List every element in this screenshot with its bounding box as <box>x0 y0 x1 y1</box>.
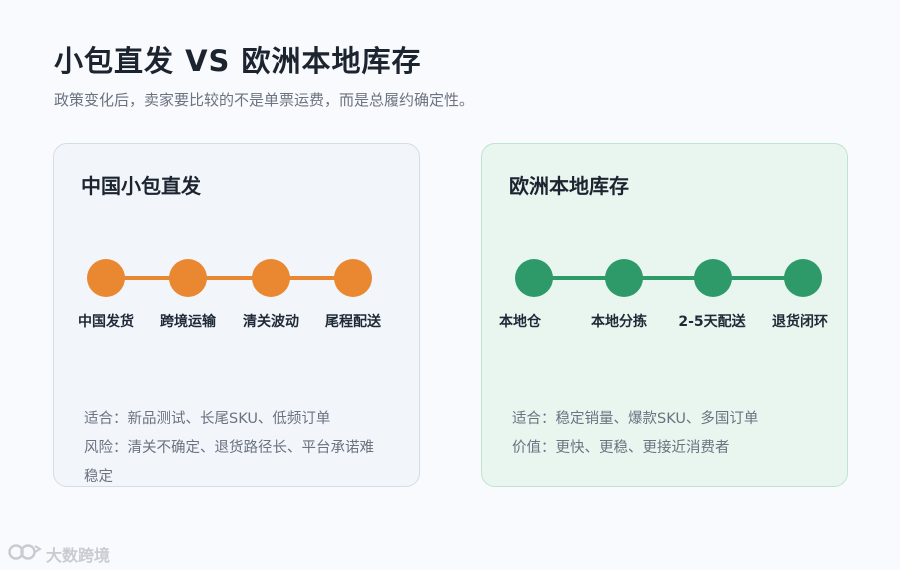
page-title: 小包直发 VS 欧洲本地库存 <box>54 44 422 78</box>
card-notes: 适合：稳定销量、爆款SKU、多国订单 价值：更快、更稳、更接近消费者 <box>512 405 819 463</box>
flow-step-label: 本地分拣 <box>591 314 647 330</box>
flow-step-label: 中国发货 <box>78 314 134 330</box>
flow-node <box>605 259 643 297</box>
card-china-direct: 中国小包直发 中国发货 跨境运输 清关波动 尾程配送 适合：新品测试、长尾SKU… <box>53 143 420 487</box>
flow-step-label: 本地仓 <box>499 314 541 330</box>
card-eu-local-stock: 欧洲本地库存 本地仓 本地分拣 2-5天配送 退货闭环 适合：稳定销量、爆款SK… <box>481 143 848 487</box>
flow-node <box>694 259 732 297</box>
flow-node <box>515 259 553 297</box>
flow-step-label: 清关波动 <box>243 314 299 330</box>
page-subtitle: 政策变化后，卖家要比较的不是单票运费，而是总履约确定性。 <box>54 91 475 109</box>
flow-step-label: 2-5天配送 <box>678 314 746 330</box>
flow-node <box>169 259 207 297</box>
flow-step-label: 退货闭环 <box>772 314 828 330</box>
process-flow: 本地仓 本地分拣 2-5天配送 退货闭环 <box>482 259 847 339</box>
watermark: 大数跨境 <box>8 541 110 567</box>
brand-logo-icon <box>8 541 42 567</box>
note-suitable: 适合：新品测试、长尾SKU、低频订单 <box>84 411 331 427</box>
watermark-text: 大数跨境 <box>46 546 111 565</box>
note-value: 价值：更快、更稳、更接近消费者 <box>512 440 730 456</box>
process-flow: 中国发货 跨境运输 清关波动 尾程配送 <box>54 259 419 339</box>
flow-node <box>252 259 290 297</box>
note-risk: 风险：清关不确定、退货路径长、平台承诺难稳定 <box>84 440 374 485</box>
note-suitable: 适合：稳定销量、爆款SKU、多国订单 <box>512 411 759 427</box>
flow-step-label: 跨境运输 <box>160 314 216 330</box>
card-title: 欧洲本地库存 <box>509 174 629 198</box>
card-notes: 适合：新品测试、长尾SKU、低频订单 风险：清关不确定、退货路径长、平台承诺难稳… <box>84 405 391 492</box>
flow-node <box>334 259 372 297</box>
card-title: 中国小包直发 <box>81 174 201 198</box>
flow-connector <box>534 276 804 280</box>
flow-node <box>784 259 822 297</box>
flow-connector <box>106 276 354 280</box>
flow-node <box>87 259 125 297</box>
flow-step-label: 尾程配送 <box>325 314 381 330</box>
